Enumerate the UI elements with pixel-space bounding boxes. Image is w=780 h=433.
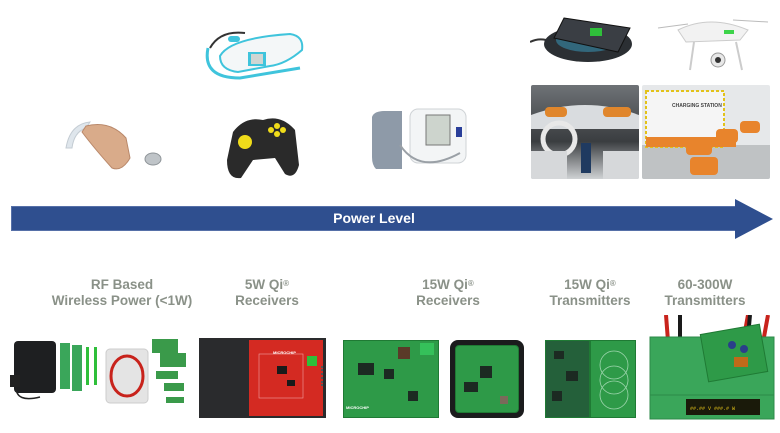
category-label-rf: RF Based Wireless Power (<1W) (38, 277, 206, 309)
15w-qi-receiver-board-image: MICROCHIP (343, 340, 439, 418)
category-line2: Transmitters (549, 293, 631, 308)
robot-charging-station-image (642, 85, 770, 179)
category-label-15w-receivers: 15W Qi® Receivers (406, 277, 490, 309)
power-level-arrow-shaft (11, 206, 737, 231)
power-level-label: Power Level (333, 210, 415, 226)
category-line2: Receivers (416, 293, 480, 308)
wireless-charging-pad-image (529, 4, 642, 66)
microchip-brand: MICROCHIP (273, 350, 296, 355)
power-level-arrow-head (735, 199, 773, 239)
drone-image (648, 4, 773, 74)
category-line1: 60-300W (677, 277, 733, 292)
category-label-5w-receivers: 5W Qi® Receivers (225, 277, 309, 309)
hearing-aid-image (60, 118, 170, 178)
digital-thermometer-image (200, 28, 310, 93)
microchip-brand: MICROCHIP (346, 405, 369, 410)
category-line2: Receivers (235, 293, 299, 308)
category-line1: 15W Qi (564, 277, 610, 292)
category-line1: RF Based (90, 277, 154, 292)
5w-qi-receiver-board-image: MICROCHIP (199, 338, 326, 418)
60-300w-transmitter-board-image: ##.## V ###.# W (648, 314, 776, 420)
category-line2: Transmitters (664, 293, 746, 308)
registered-mark: ® (609, 279, 616, 288)
car-interior-image (531, 85, 639, 179)
registered-mark: ® (467, 279, 474, 288)
registered-mark: ® (283, 279, 290, 288)
charging-station-sign: CHARGING STATION (672, 103, 722, 109)
category-line1: 15W Qi (422, 277, 468, 292)
category-line1: 5W Qi (244, 277, 284, 292)
svg-text:##.## V ###.# W: ##.## V ###.# W (690, 406, 735, 412)
category-line2: Wireless Power (<1W) (51, 293, 193, 308)
blood-pressure-monitor-image (370, 105, 470, 173)
15w-qi-transmitter-board-image (545, 340, 636, 418)
15w-qi-receiver-enclosed-image (450, 340, 524, 418)
game-controller-image (225, 110, 300, 185)
category-label-15w-transmitters: 15W Qi® Transmitters (545, 277, 635, 309)
rf-power-kit-image (10, 335, 190, 410)
category-label-60-300w-transmitters: 60-300W Transmitters (660, 277, 750, 309)
